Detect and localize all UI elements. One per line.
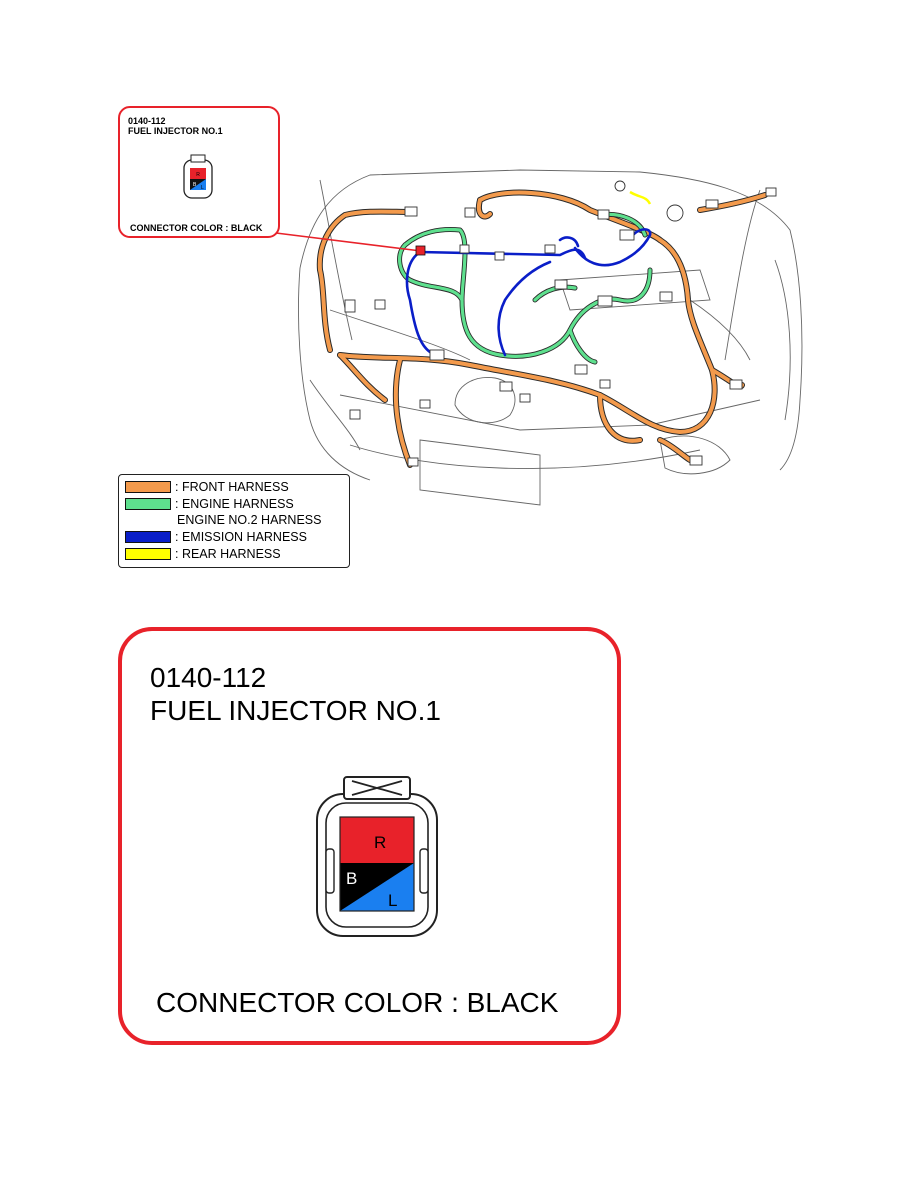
legend-item-front: : FRONT HARNESS: [125, 480, 289, 494]
fuel-injector-location-marker: [415, 245, 426, 256]
legend-label-engine-no2: ENGINE NO.2 HARNESS: [177, 513, 322, 527]
connector-terminal-r: R: [374, 833, 386, 852]
engine-bay-diagram: [275, 169, 803, 506]
callout-small: 0140-112 FUEL INJECTOR NO.1 R B L CONNEC…: [118, 106, 280, 238]
callout-small-connector-color: CONNECTOR COLOR : BLACK: [130, 223, 263, 233]
leader-line: [275, 232, 422, 252]
front-harness: [317, 190, 767, 467]
legend-item-engine-no2: ENGINE NO.2 HARNESS: [177, 513, 321, 527]
connector-terminal-b: B: [346, 869, 357, 888]
rear-harness: [629, 190, 652, 205]
harness-legend: : FRONT HARNESS : ENGINE HARNESS ENGINE …: [118, 474, 350, 568]
legend-label-emission: : EMISSION HARNESS: [175, 530, 307, 544]
legend-item-engine: : ENGINE HARNESS: [125, 497, 294, 511]
connector-small-terminal-b: B: [193, 182, 197, 188]
connector-small-terminal-l: L: [201, 185, 204, 191]
callout-large-connector-color: CONNECTOR COLOR : BLACK: [156, 987, 559, 1018]
legend-item-emission: : EMISSION HARNESS: [125, 530, 307, 544]
callout-large: 0140-112 FUEL INJECTOR NO.1 R B L CONNEC…: [118, 627, 621, 1045]
legend-item-rear: : REAR HARNESS: [125, 547, 281, 561]
legend-swatch-emission: [125, 531, 171, 543]
emission-harness: [405, 228, 652, 357]
ground-terminal: [614, 180, 626, 192]
legend-swatch-front: [125, 481, 171, 493]
legend-label-rear: : REAR HARNESS: [175, 547, 281, 561]
callout-small-code: 0140-112: [128, 116, 166, 126]
engine-harness: [397, 212, 652, 364]
callout-large-code: 0140-112: [150, 662, 267, 693]
connector-face-small: R B L: [183, 154, 213, 199]
callout-small-name: FUEL INJECTOR NO.1: [128, 126, 223, 136]
harness-connectors: [344, 187, 777, 467]
connector-face-large: R B L: [316, 776, 438, 937]
legend-swatch-rear: [125, 548, 171, 560]
callout-large-title: 0140-112 FUEL INJECTOR NO.1: [150, 661, 441, 727]
connector-terminal-l: L: [388, 891, 397, 910]
legend-label-front: : FRONT HARNESS: [175, 480, 289, 494]
callout-small-title: 0140-112 FUEL INJECTOR NO.1: [128, 116, 223, 136]
connector-small-terminal-r: R: [196, 172, 200, 178]
grommet: [666, 204, 684, 222]
callout-large-name: FUEL INJECTOR NO.1: [150, 695, 441, 726]
legend-label-engine: : ENGINE HARNESS: [175, 497, 294, 511]
legend-swatch-engine: [125, 498, 171, 510]
car-body-outline: [298, 169, 803, 506]
